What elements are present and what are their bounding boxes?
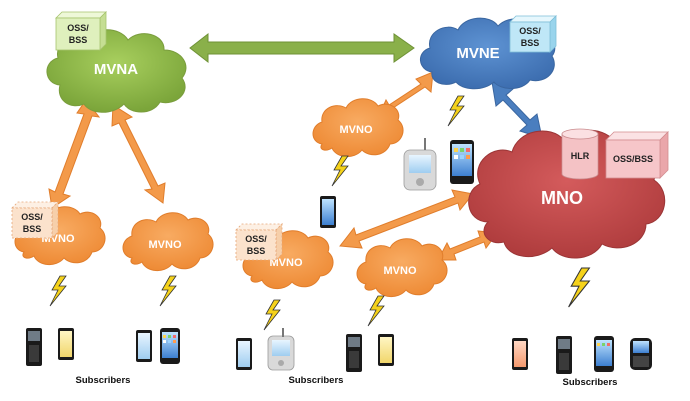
smartphone-icon	[450, 140, 474, 184]
lightning-icon	[263, 299, 281, 331]
phone-icon	[512, 338, 528, 370]
mvno-label-2: MVNO	[149, 239, 182, 251]
phone-icon	[346, 334, 362, 372]
mvno-label-5: MVNO	[384, 265, 417, 277]
oss-bss-box-mvno-mid: OSS/ BSS	[235, 223, 283, 261]
mvna-mvno2-arrow	[111, 104, 166, 204]
mvne-label: MVNE	[456, 45, 499, 62]
mvna-mvne-arrow	[189, 32, 415, 64]
bss-label: BSS	[69, 35, 88, 45]
subscribers-label-right: Subscribers	[563, 377, 618, 388]
mvne-mno-arrow	[491, 81, 543, 139]
database-icon	[561, 128, 599, 180]
bss-label: BSS	[247, 246, 266, 256]
mvna-label: MVNA	[94, 61, 138, 78]
smartphone-icon	[160, 328, 180, 364]
oss-label: OSS/	[67, 23, 89, 33]
hlr-database: HLR	[561, 128, 599, 180]
mvno-cloud-2: MVNO	[122, 212, 214, 271]
smartphone-icon	[136, 330, 152, 362]
subscribers-label-left: Subscribers	[76, 375, 131, 386]
oss-bss-box-mno: OSS/BSS	[605, 131, 669, 179]
pda-icon	[267, 328, 295, 371]
phone-icon	[26, 328, 42, 366]
bss-label: BSS	[521, 38, 540, 48]
subscribers-label-mid: Subscribers	[289, 375, 344, 386]
mvna-mvno1-arrow	[48, 99, 101, 209]
phone-icon	[58, 328, 74, 360]
phone-icon	[556, 336, 572, 374]
pda-icon	[403, 138, 437, 191]
server-box-icon	[509, 15, 557, 53]
cloud-icon	[122, 212, 214, 271]
smartphone-icon	[236, 338, 252, 370]
oss-label: OSS/	[245, 234, 267, 244]
mno-label: MNO	[541, 188, 583, 208]
oss-bss-label: OSS/BSS	[613, 154, 653, 164]
lightning-icon	[568, 267, 591, 308]
hlr-label: HLR	[571, 151, 590, 161]
oss-bss-box-mvno-left: OSS/ BSS	[11, 201, 59, 239]
lightning-icon	[367, 295, 385, 327]
mvno-cloud-3: MVNO	[312, 98, 404, 157]
mvno-label-4: MVNO	[270, 257, 303, 269]
oss-bss-box-mvne: OSS/ BSS	[509, 15, 557, 53]
bss-label: BSS	[23, 224, 42, 234]
smartphone-icon	[594, 336, 614, 372]
smartphone-icon	[320, 196, 336, 228]
smartphone-icon	[630, 338, 652, 370]
lightning-icon	[49, 275, 67, 307]
lightning-icon	[331, 155, 349, 187]
server-box-icon	[235, 223, 283, 261]
oss-label: OSS/	[519, 26, 541, 36]
lightning-icon	[447, 95, 465, 127]
lightning-icon	[159, 275, 177, 307]
mvno-cloud-5: MVNO	[356, 238, 448, 297]
phone-icon	[378, 334, 394, 366]
cloud-icon	[312, 98, 404, 157]
cloud-icon	[356, 238, 448, 297]
oss-bss-box-mvna: OSS/ BSS	[55, 11, 107, 51]
server-box-icon	[605, 131, 669, 179]
lightning-bolts	[49, 95, 591, 331]
mvno-label-3: MVNO	[340, 124, 373, 136]
devices	[26, 138, 652, 374]
oss-label: OSS/	[21, 212, 43, 222]
server-box-icon	[11, 201, 59, 239]
server-box-icon	[55, 11, 107, 51]
